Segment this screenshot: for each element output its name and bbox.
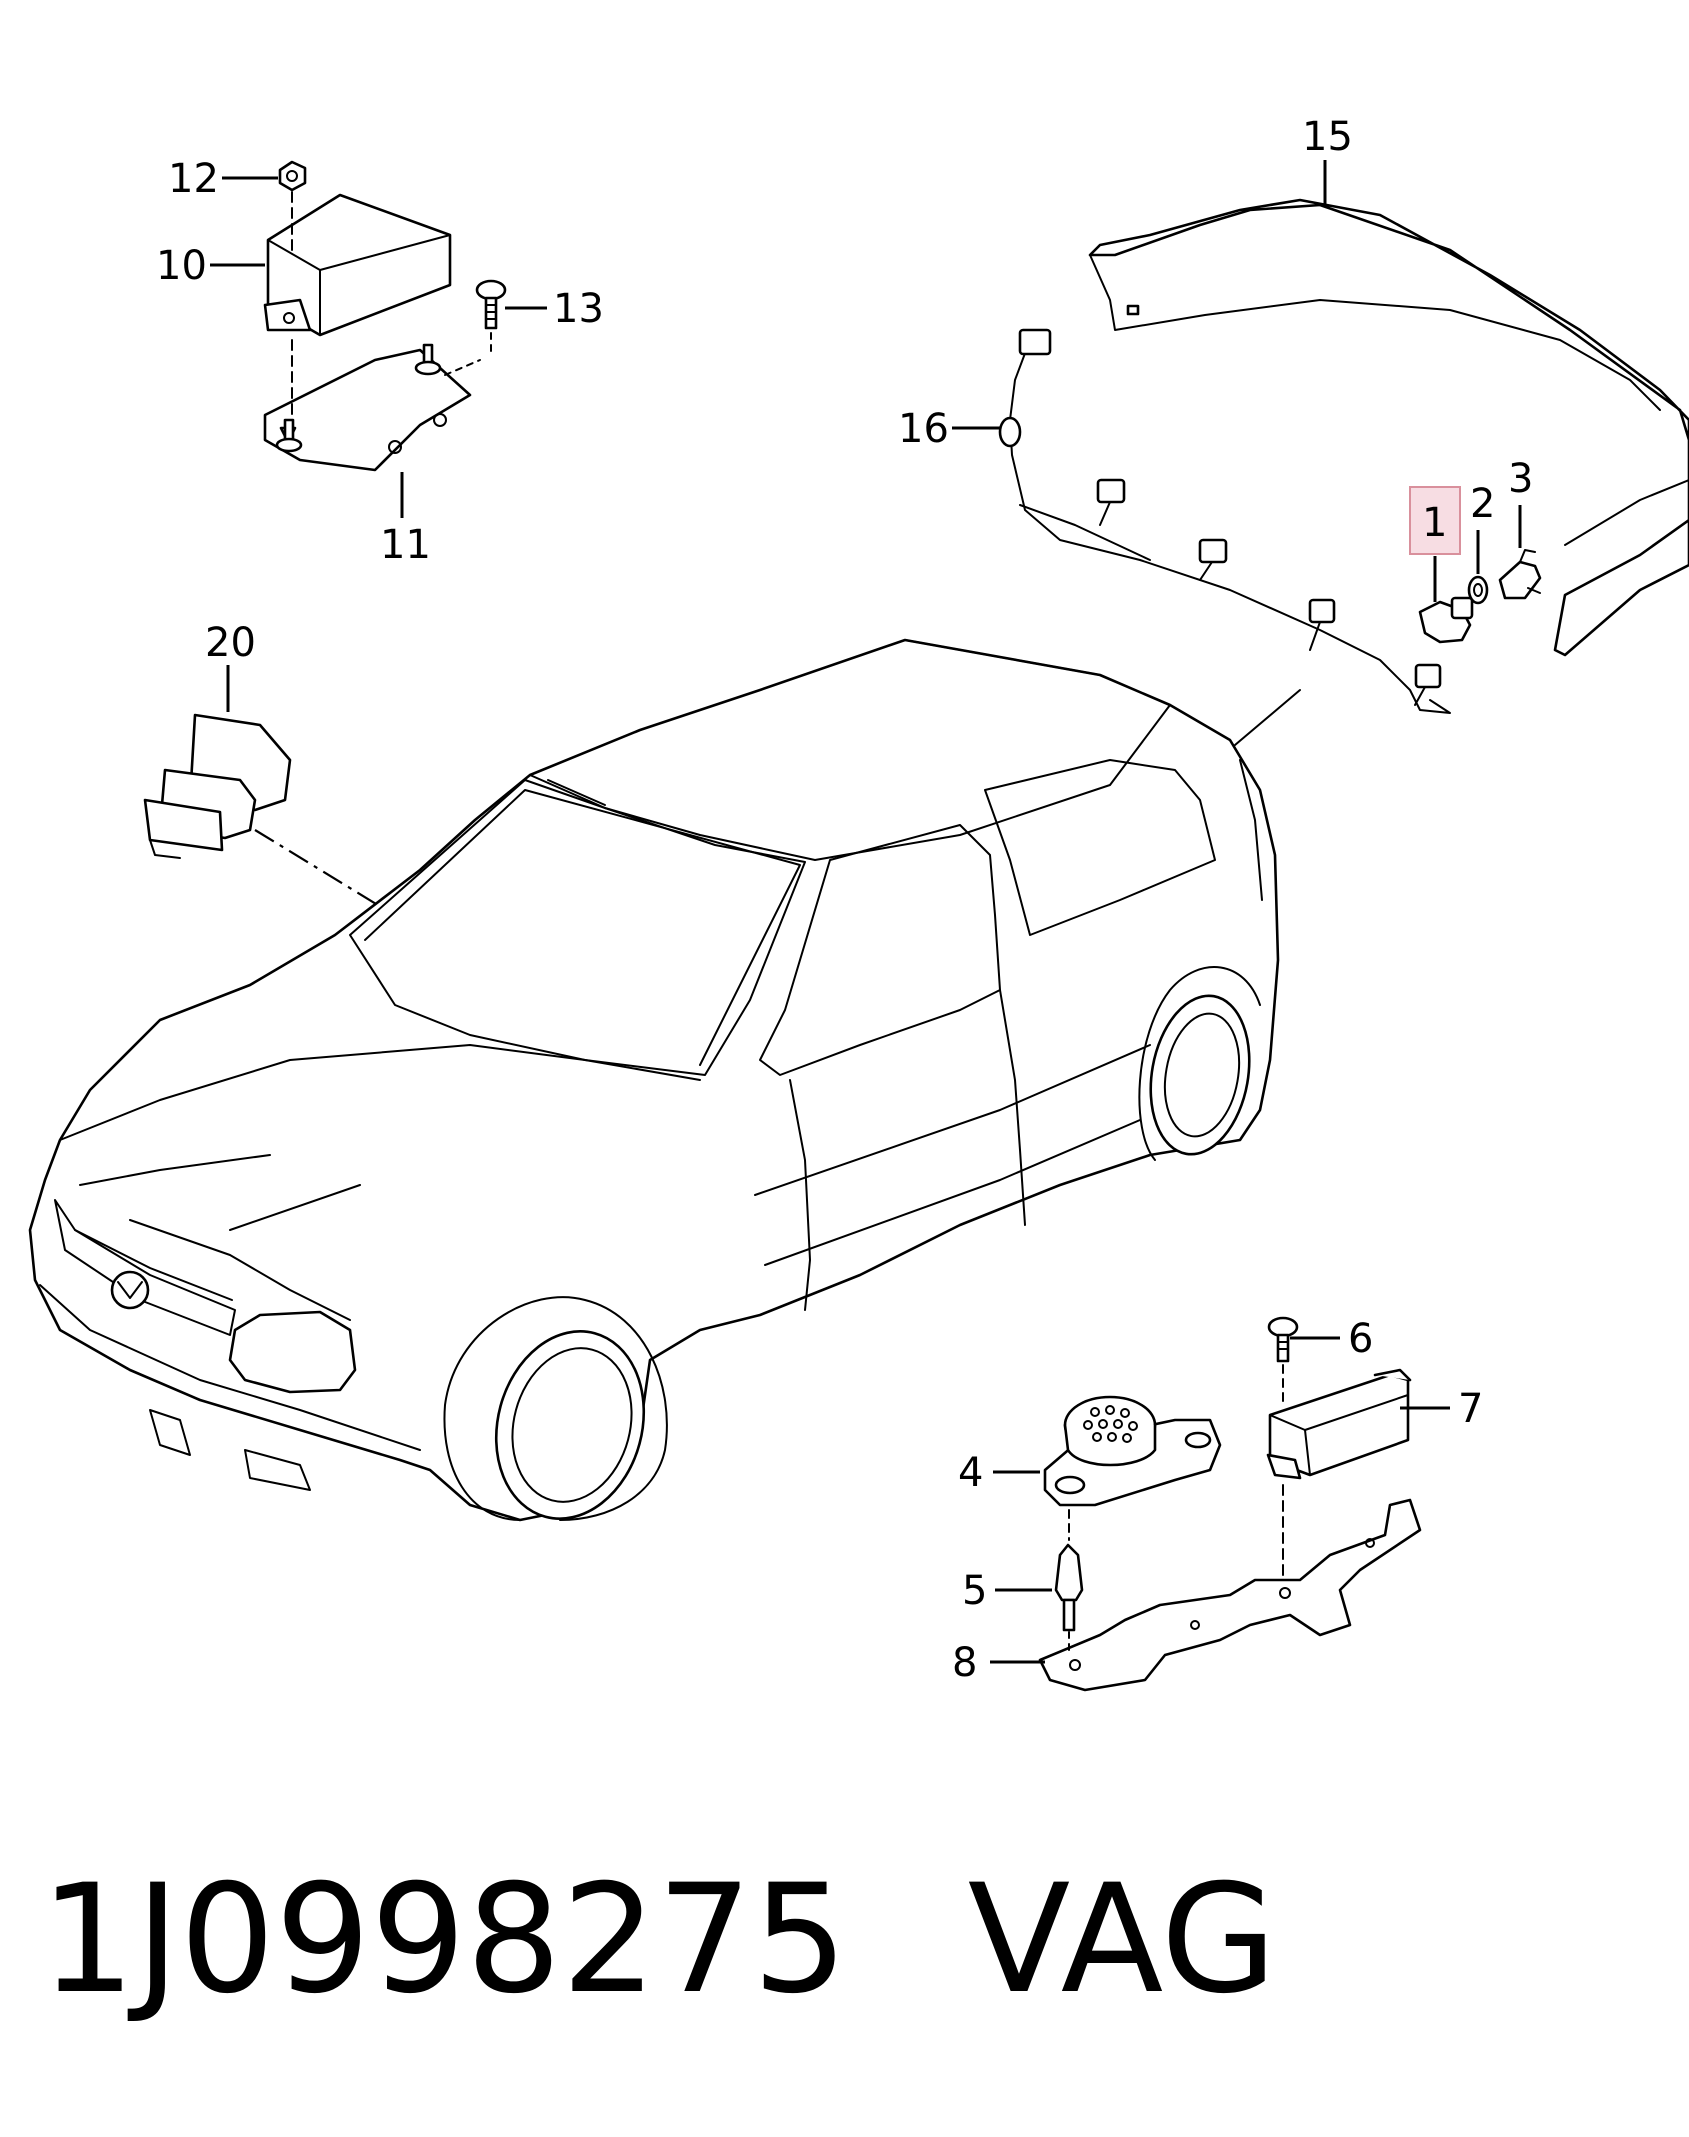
part-label-2: 2 [1470,481,1495,527]
brand-name: VAG [967,1853,1277,2027]
part-label-16: 16 [898,406,949,452]
part-label-11: 11 [380,522,431,568]
buzzer-grille-holes [1083,1405,1138,1443]
switch-assembly: 20 [143,620,526,996]
wiring-harness: 16 [898,328,1451,746]
control-unit-assembly [263,160,507,472]
part-label-3: 3 [1508,456,1533,502]
part-label-4: 4 [958,1450,983,1496]
part-label-1: 1 [1422,500,1447,546]
part-label-6: 6 [1348,1316,1373,1362]
buzzer-assembly: 4 5 6 7 8 [952,1316,1483,1692]
part-label-7: 7 [1458,1386,1483,1432]
car-illustration [28,638,1280,1522]
label-group-control-unit: 12 10 13 11 [156,156,604,568]
sensor-assembly: 1 2 3 [1409,456,1542,644]
part-label-10: 10 [156,243,207,289]
part-label-8: 8 [952,1640,977,1686]
part-label-5: 5 [962,1568,987,1614]
part-label-12: 12 [168,156,219,202]
part-number: 1J0998275 [40,1853,848,2027]
part-label-15: 15 [1302,114,1353,160]
bumper-cover: 15 [1088,114,1689,657]
highlight-part-1 [1409,486,1461,555]
part-label-20: 20 [205,620,256,666]
part-label-13: 13 [553,286,604,332]
